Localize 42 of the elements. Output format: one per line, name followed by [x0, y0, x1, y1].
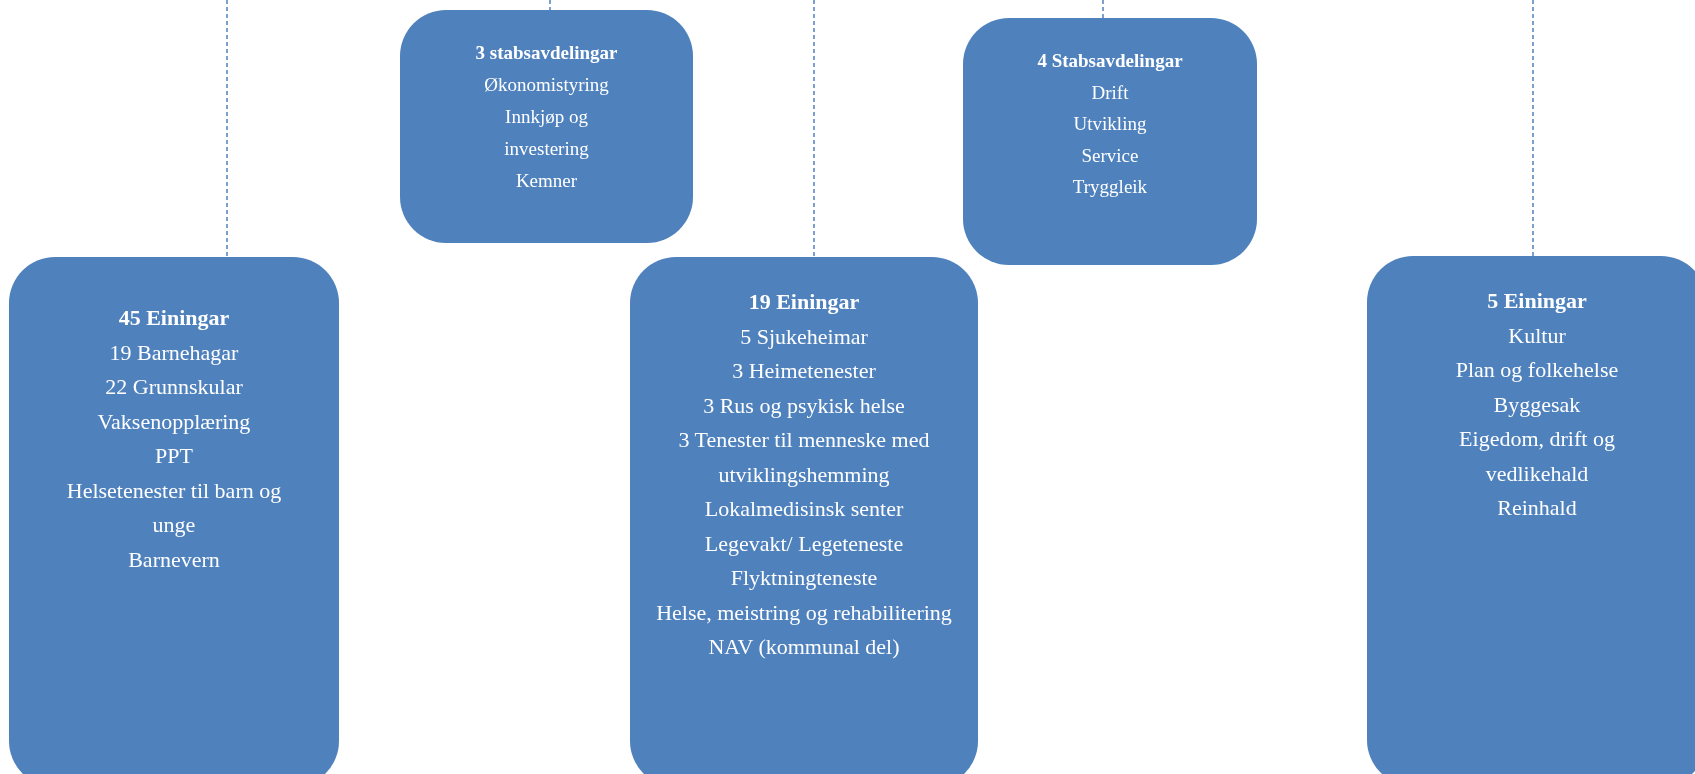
unit-item: Lokalmedisinsk senter [704, 495, 904, 523]
unit-item: 3 Rus og psykisk helse [703, 391, 905, 420]
connector-line [813, 0, 815, 258]
unit-item: Eigedom, drift og vedlikehald [1458, 425, 1616, 488]
unit-item: Drift [1091, 80, 1129, 105]
unit-heading: 4 Stabsavdelingar [1037, 49, 1183, 73]
unit-heading: 3 stabsavdelingar [475, 41, 618, 65]
unit-item: Legevakt/ Legeteneste [704, 529, 904, 558]
unit-box [400, 10, 693, 243]
unit-item: PPT [155, 442, 193, 470]
connector-line [1102, 0, 1104, 19]
unit-heading: 45 Einingar [118, 304, 230, 332]
unit-item: 3 Heimetenester [732, 357, 876, 385]
unit-box [963, 18, 1257, 265]
unit-item: 3 Tenester til menneske med utviklingshemming [677, 426, 931, 489]
unit-item: Byggesak [1493, 390, 1581, 419]
connector-line [549, 0, 551, 11]
unit-item: 22 Grunnskular [105, 373, 243, 401]
unit-item: Økonomistyring [484, 73, 609, 97]
unit-item: Flyktningteneste [730, 564, 878, 592]
unit-item: Vaksenopplæring [97, 407, 251, 436]
unit-item: Tryggleik [1072, 175, 1148, 199]
connector-line [1532, 0, 1534, 257]
connector-line [226, 0, 228, 258]
unit-item: 19 Barnehagar [109, 338, 239, 367]
unit-item: Reinhald [1497, 494, 1577, 522]
unit-item: Innkjøp og investering [503, 105, 590, 161]
unit-item: Utvikling [1073, 112, 1147, 136]
unit-item: Plan og folkehelse [1455, 356, 1619, 384]
unit-item: Helsetenester til barn og unge [65, 476, 283, 539]
unit-box [630, 257, 978, 774]
unit-box [9, 257, 339, 774]
unit-item: Service [1081, 143, 1139, 168]
unit-item: Barnevern [128, 545, 220, 574]
unit-item: 5 Sjukeheimar [740, 322, 868, 351]
unit-box [1367, 256, 1695, 774]
unit-item: Kultur [1508, 321, 1566, 350]
unit-item: Helse, meistring og rehabilitering [656, 598, 952, 627]
unit-heading: 5 Einingar [1487, 287, 1587, 315]
unit-item: Kemner [515, 169, 578, 193]
unit-item: NAV (kommunal del) [708, 633, 900, 661]
unit-heading: 19 Einingar [748, 288, 860, 316]
